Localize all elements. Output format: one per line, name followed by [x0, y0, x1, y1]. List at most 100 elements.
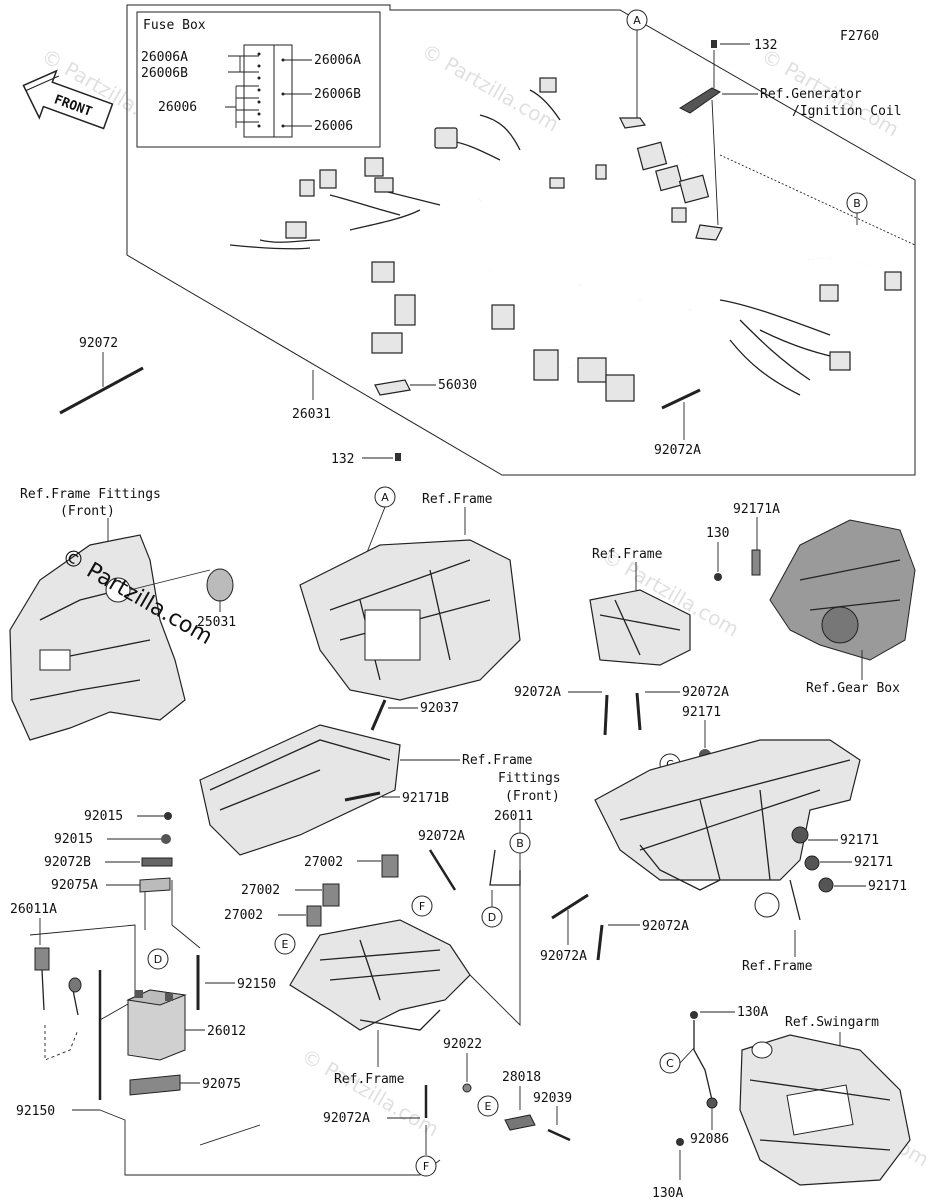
callout-d-2-label: D [488, 911, 496, 924]
label-92022: 92022 [443, 1037, 482, 1052]
label-130a-a: 130A [737, 1005, 768, 1020]
label-92072b: 92072B [44, 855, 91, 870]
ref-swingarm-label: Ref.Swingarm [785, 1015, 879, 1030]
label-132-mid: 132 [331, 452, 354, 467]
frame-section-b [589, 589, 691, 666]
ref-frame-fittings-2a: Ref.Frame [462, 753, 533, 768]
label-92171-b: 92171 [840, 833, 879, 848]
harness-connectors [285, 77, 902, 402]
label-26011: 26011 [494, 809, 533, 824]
fuse-box-title: Fuse Box [143, 18, 206, 33]
label-26011a: 26011A [10, 902, 57, 917]
label-92039: 92039 [533, 1091, 572, 1106]
switch-28018 [504, 1114, 536, 1131]
callout-b-2 [509, 832, 531, 854]
ref-frame-fittings-2b: Fittings [498, 771, 561, 786]
label-25031: 25031 [197, 615, 236, 630]
tie-strap-92072 [59, 366, 144, 415]
pad-92075 [129, 1074, 181, 1096]
label-130: 130 [706, 526, 729, 541]
label-92072a-b2: 92072A [682, 685, 729, 700]
swingarm [739, 1034, 911, 1186]
watermark: © Partzilla.com [298, 1044, 444, 1142]
ref-frame-c-label: Ref.Frame [742, 959, 813, 974]
callout-a-2-label: A [381, 491, 389, 504]
battery-26012 [126, 989, 187, 1061]
gear-box [769, 519, 916, 661]
grommet-25031 [206, 568, 234, 602]
label-92150-b: 92150 [16, 1104, 55, 1119]
callout-f-2 [415, 1155, 437, 1177]
label-92072a-d: 92072A [418, 829, 465, 844]
label-92072a-c2: 92072A [642, 919, 689, 934]
label-26031: 26031 [292, 407, 331, 422]
label-27002-c: 27002 [224, 908, 263, 923]
label-92072a-top: 92072A [654, 443, 701, 458]
ground-terminal [678, 87, 721, 114]
callout-e-label: E [282, 938, 289, 951]
figure-code: F2760 [840, 29, 879, 44]
label-92171-d: 92171 [868, 879, 907, 894]
label-92086: 92086 [690, 1132, 729, 1147]
label-130a-b: 130A [652, 1186, 683, 1200]
callout-f-label: F [419, 900, 425, 913]
fuse-label-26006-right: 26006 [314, 119, 353, 134]
ref-frame-fittings-2c: (Front) [505, 789, 560, 804]
callout-b-label: B [853, 197, 861, 210]
front-frame-panel [199, 724, 401, 856]
fuse-label-26006a-left: 26006A [141, 50, 188, 65]
label-92015-a: 92015 [84, 809, 123, 824]
relay-26011a [34, 947, 50, 971]
ref-gear-box-label: Ref.Gear Box [806, 681, 900, 696]
tie-92072a-top [661, 388, 701, 410]
harness-enclosure [126, 4, 916, 476]
bolt-132-top [711, 40, 750, 88]
callout-e-2 [477, 1095, 499, 1117]
ref-ignition-label: /Ignition Coil [792, 104, 902, 119]
callout-b-2-label: B [516, 837, 524, 850]
callout-d [147, 948, 169, 970]
fuse-label-26006b-right: 26006B [314, 87, 361, 102]
callout-e [274, 933, 296, 955]
label-92150-a: 92150 [237, 977, 276, 992]
callout-e-2-label: E [485, 1100, 492, 1113]
label-92075: 92075 [202, 1077, 241, 1092]
ref-frame-a-label: Ref.Frame [422, 492, 493, 507]
label-92171-c: 92171 [854, 855, 893, 870]
callout-a [626, 9, 648, 31]
label-92075a: 92075A [51, 878, 98, 893]
main-frame-rail [594, 739, 861, 921]
fuse-label-26006-left: 26006 [158, 100, 197, 115]
fuse-box-inset: Fuse Box 26006A 26006B 26006 26006A 2600… [136, 11, 381, 148]
battery-tray-bracket [289, 919, 471, 1031]
label-sticker-56030 [374, 379, 411, 396]
label-92037: 92037 [420, 701, 459, 716]
label-92171a: 92171A [733, 502, 780, 517]
label-27002-a: 27002 [304, 855, 343, 870]
label-27002-b: 27002 [241, 883, 280, 898]
label-92171b: 92171B [402, 791, 449, 806]
ref-generator-label: Ref.Generator [760, 87, 862, 102]
callout-d-label: D [154, 953, 162, 966]
label-28018: 28018 [502, 1070, 541, 1085]
label-92072a-c1: 92072A [540, 949, 587, 964]
label-92072: 92072 [79, 336, 118, 351]
label-56030: 56030 [438, 378, 477, 393]
callout-a-label: A [633, 14, 641, 27]
label-26012: 26012 [207, 1024, 246, 1039]
frame-section-a [299, 539, 521, 701]
callout-c-2-label: C [666, 1057, 674, 1070]
callout-f [411, 895, 433, 917]
label-92072a-b1: 92072A [514, 685, 561, 700]
fuse-label-26006b-left: 26006B [141, 66, 188, 81]
front-fender-panel [9, 534, 186, 741]
band-92037 [370, 699, 387, 731]
label-92072a-e: 92072A [323, 1111, 370, 1126]
label-92171-a: 92171 [682, 705, 721, 720]
label-132-top: 132 [754, 38, 777, 53]
callout-f-2-label: F [423, 1160, 429, 1173]
ref-frame-fittings-label: Ref.Frame Fittings [20, 487, 161, 502]
fuse-label-26006a-right: 26006A [314, 53, 361, 68]
ref-frame-b-label: Ref.Frame [592, 547, 663, 562]
